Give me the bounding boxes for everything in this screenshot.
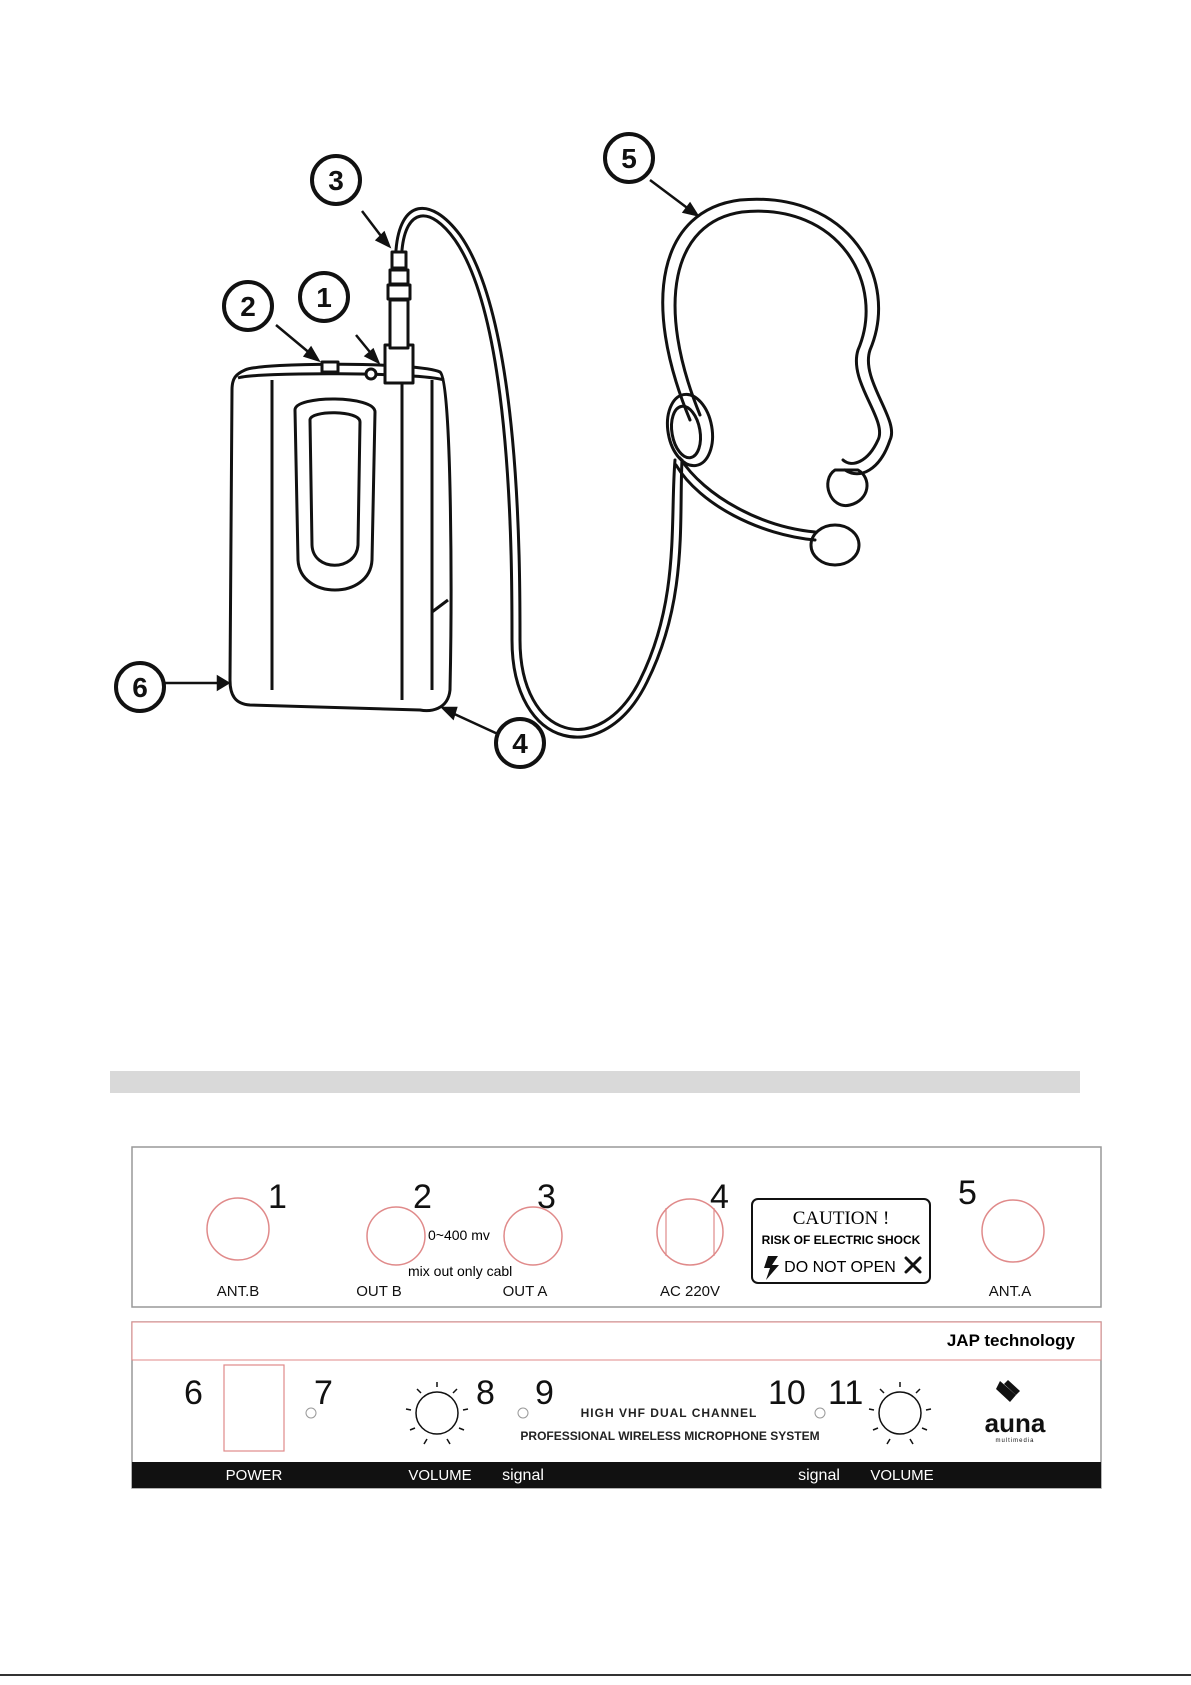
label-volume-left: VOLUME [408,1467,471,1484]
callout-number-1: 1 [316,282,332,313]
level-note: 0~400 mv [428,1227,490,1243]
caution-title: CAUTION ! [793,1208,890,1229]
label-ant-b: ANT.B [217,1283,260,1300]
callout-number-3: 3 [328,165,344,196]
callout-number-2: 2 [240,291,256,322]
receiver-panels-figure: CAUTION ! RISK OF ELECTRIC SHOCK DO NOT … [0,1130,1191,1510]
back-callout-5: 5 [958,1174,977,1212]
back-callout-1: 1 [268,1178,287,1216]
label-power: POWER [226,1467,283,1484]
callout-number-5: 5 [621,143,637,174]
label-ant-a: ANT.A [989,1283,1032,1300]
page-bottom-rule [0,1674,1191,1676]
label-signal-left: signal [502,1467,544,1484]
brand-text: JAP technology [947,1331,1076,1350]
label-out-a: OUT A [503,1283,548,1300]
front-callout-9: 9 [535,1374,554,1412]
transmitter-headset-figure: 1 2 3 4 5 6 [0,0,1191,800]
model-line1: HIGH VHF DUAL CHANNEL [581,1406,758,1420]
receiver-back-panel: CAUTION ! RISK OF ELECTRIC SHOCK DO NOT … [132,1147,1101,1307]
mix-note: mix out only cabl [408,1263,512,1279]
caution-line1: RISK OF ELECTRIC SHOCK [762,1233,921,1247]
section-divider-bar [110,1071,1080,1093]
front-callout-7: 7 [314,1374,333,1412]
label-ac: AC 220V [660,1283,720,1300]
back-callout-2: 2 [413,1178,432,1216]
headset-illustration [396,199,892,737]
label-signal-right: signal [798,1467,840,1484]
model-line2: PROFESSIONAL WIRELESS MICROPHONE SYSTEM [520,1429,819,1443]
callout-number-6: 6 [132,672,148,703]
logo-text: auna [985,1408,1046,1438]
callout-number-4: 4 [512,728,528,759]
caution-line2: DO NOT OPEN [784,1259,896,1276]
front-callout-11: 11 [828,1374,863,1412]
label-volume-right: VOLUME [870,1467,933,1484]
back-callout-4: 4 [710,1178,729,1216]
label-out-b: OUT B [356,1283,402,1300]
receiver-front-panel: JAP technology [132,1322,1101,1488]
front-callout-8: 8 [476,1374,495,1412]
front-callout-6: 6 [184,1374,203,1412]
front-callout-10: 10 [768,1374,806,1412]
back-callout-3: 3 [537,1178,556,1216]
logo-subtext: multimedia [995,1438,1034,1444]
